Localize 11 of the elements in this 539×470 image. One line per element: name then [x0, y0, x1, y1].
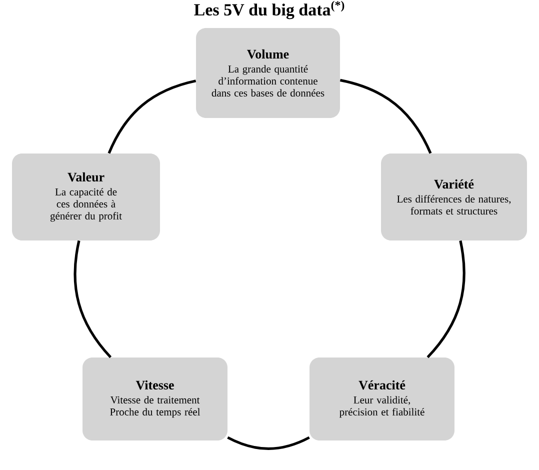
arc-connector [340, 78, 432, 154]
title: Les 5V du big data$^{(*)}$ [194, 0, 344, 20]
process-box: Variété Les différences de natures, formats et structures [381, 154, 527, 240]
process-box: Valeur La capacité de ces données à générer du profit [12, 154, 160, 240]
arc-connector [74, 240, 112, 358]
process-box: Volume La grande quantité d’information contenue dans ces bases de données [196, 28, 340, 118]
arc-connector [108, 80, 196, 154]
arc-connector [227, 436, 310, 450]
arc-connector [426, 240, 466, 358]
process-box: Véracité Leur validité, précision et fiabilité [310, 357, 454, 440]
process-box: Vitesse Vitesse de traitement Proche du temps réel [82, 357, 228, 440]
